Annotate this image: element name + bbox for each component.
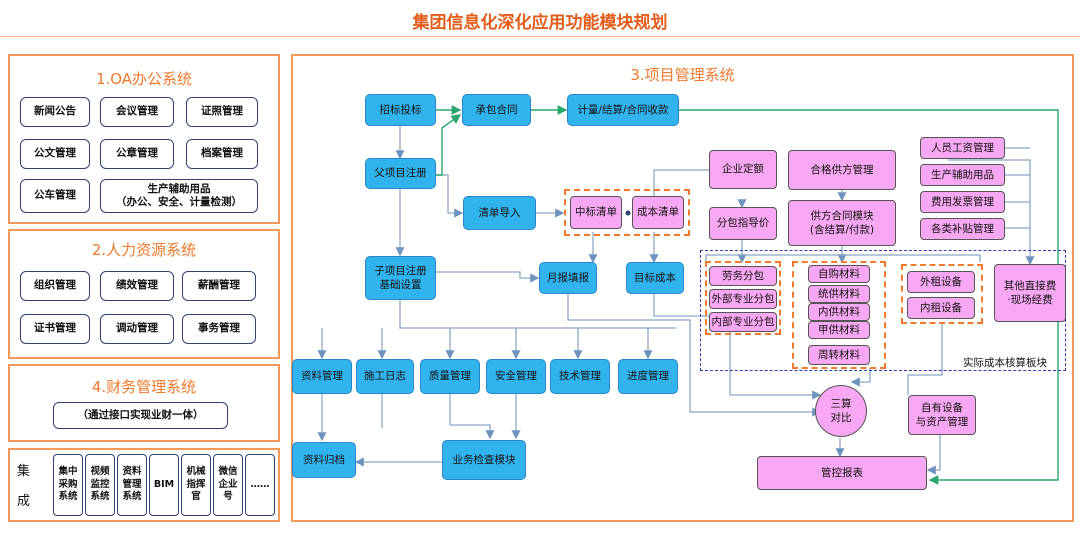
doc-management-box[interactable]: 资料管理: [292, 359, 352, 394]
page-title: 集团信息化深化应用功能模块规划: [412, 13, 668, 33]
actual-cost-label: 实际成本核算板块: [963, 357, 1047, 369]
oa-item-license[interactable]: 证照管理: [186, 97, 258, 127]
title-divider: [0, 36, 1080, 37]
integration-item-machinery[interactable]: 机械 指挥 官: [181, 454, 211, 516]
integration-item-procurement[interactable]: 集中 采购 系统: [53, 454, 83, 516]
integration-label-1: 集: [17, 464, 31, 479]
integration-item-video[interactable]: 视频 监控 系统: [85, 454, 115, 516]
oa-item-document[interactable]: 公文管理: [20, 139, 90, 169]
invoice-box[interactable]: 费用发票管理: [920, 191, 1005, 213]
internal-supply-box[interactable]: 内供材料: [808, 303, 870, 321]
target-cost-box[interactable]: 目标成本: [626, 262, 684, 294]
enterprise-quota-box[interactable]: 企业定额: [709, 150, 777, 189]
integration-label-2: 成: [17, 494, 31, 509]
prod-aux-box[interactable]: 生产辅助用品: [920, 164, 1005, 186]
list-group: [564, 189, 690, 236]
oa-item-meeting[interactable]: 会议管理: [100, 97, 174, 127]
oa-item-seal[interactable]: 公章管理: [100, 139, 174, 169]
hr-item-performance[interactable]: 绩效管理: [100, 271, 174, 301]
integration-item-docs[interactable]: 资料 管理 系统: [117, 454, 147, 516]
oa-item-production-aux[interactable]: 生产辅助用品 （办公、安全、计量检测）: [100, 179, 258, 213]
external-sub-box[interactable]: 外部专业分包: [709, 289, 777, 309]
contract-box[interactable]: 承包合同: [462, 94, 531, 126]
oa-item-vehicle[interactable]: 公车管理: [20, 179, 90, 213]
project-title: 3.项目管理系统: [630, 66, 735, 84]
tender-box[interactable]: 招标投标: [365, 94, 436, 126]
equipment-group: [901, 264, 983, 324]
child-project-box[interactable]: 子项目注册 基础设置: [365, 256, 436, 300]
integration-item-bim[interactable]: BIM: [149, 454, 179, 516]
hr-item-transfer[interactable]: 调动管理: [100, 314, 174, 344]
bid-list-box[interactable]: 中标清单: [570, 196, 622, 229]
subsidy-box[interactable]: 各类补贴管理: [920, 218, 1005, 240]
settlement-box[interactable]: 计量/结算/合同收款: [567, 94, 679, 126]
list-import-box[interactable]: 清单导入: [463, 196, 536, 230]
subcontract-group: [705, 261, 781, 335]
doc-archive-box[interactable]: 资料归档: [292, 442, 356, 478]
oa-title: 1.OA办公系统: [95, 70, 193, 88]
hr-item-affairs[interactable]: 事务管理: [182, 314, 256, 344]
unified-supply-box[interactable]: 统供材料: [808, 285, 870, 303]
hr-item-salary[interactable]: 薪酬管理: [182, 271, 256, 301]
wage-box[interactable]: 人员工资管理: [920, 137, 1005, 159]
inspection-box[interactable]: 业务检查模块: [442, 440, 526, 480]
other-direct-box[interactable]: 其他直接费 ·现场经费: [994, 264, 1066, 322]
tech-box[interactable]: 技术管理: [550, 359, 610, 394]
progress-box[interactable]: 进度管理: [618, 359, 678, 394]
oa-item-archive[interactable]: 档案管理: [186, 139, 258, 169]
hr-title: 2.人力资源系统: [91, 241, 197, 259]
ext-rental-box[interactable]: 外租设备: [907, 271, 975, 293]
monthly-report-box[interactable]: 月报填报: [539, 262, 597, 294]
hr-item-organization[interactable]: 组织管理: [20, 271, 90, 301]
own-equipment-box[interactable]: 自有设备 与资产管理: [908, 395, 976, 435]
quality-box[interactable]: 质量管理: [420, 359, 480, 394]
material-group: [792, 261, 886, 369]
oa-item-news[interactable]: 新闻公告: [20, 97, 90, 127]
construction-log-box[interactable]: 施工日志: [356, 359, 414, 394]
supplier-contract-box[interactable]: 供方合同模块 (含结算/付款): [788, 200, 896, 246]
self-purchase-box[interactable]: 自购材料: [808, 265, 870, 283]
labor-sub-box[interactable]: 劳务分包: [709, 266, 777, 286]
parent-project-box[interactable]: 父项目注册: [365, 158, 436, 189]
control-report-box[interactable]: 管控报表: [757, 456, 927, 490]
finance-item-interface[interactable]: （通过接口实现业财一体）: [53, 402, 228, 429]
finance-title: 4.财务管理系统: [91, 378, 197, 396]
int-rental-box[interactable]: 内租设备: [907, 297, 975, 319]
owner-supply-box[interactable]: 甲供材料: [808, 321, 870, 339]
qualified-supplier-box[interactable]: 合格供方管理: [788, 150, 896, 190]
cost-list-box[interactable]: 成本清单: [632, 196, 684, 229]
turnover-box[interactable]: 周转材料: [808, 345, 870, 365]
hr-item-certificate[interactable]: 证书管理: [20, 314, 90, 344]
sub-guide-price-box[interactable]: 分包指导价: [709, 207, 777, 240]
integration-item-wechat[interactable]: 微信 企业 号: [213, 454, 243, 516]
three-calc-circle[interactable]: 三算 对比: [815, 385, 867, 437]
internal-sub-box[interactable]: 内部专业分包: [709, 312, 777, 332]
integration-item-more[interactable]: ……: [245, 454, 275, 516]
safety-box[interactable]: 安全管理: [486, 359, 546, 394]
